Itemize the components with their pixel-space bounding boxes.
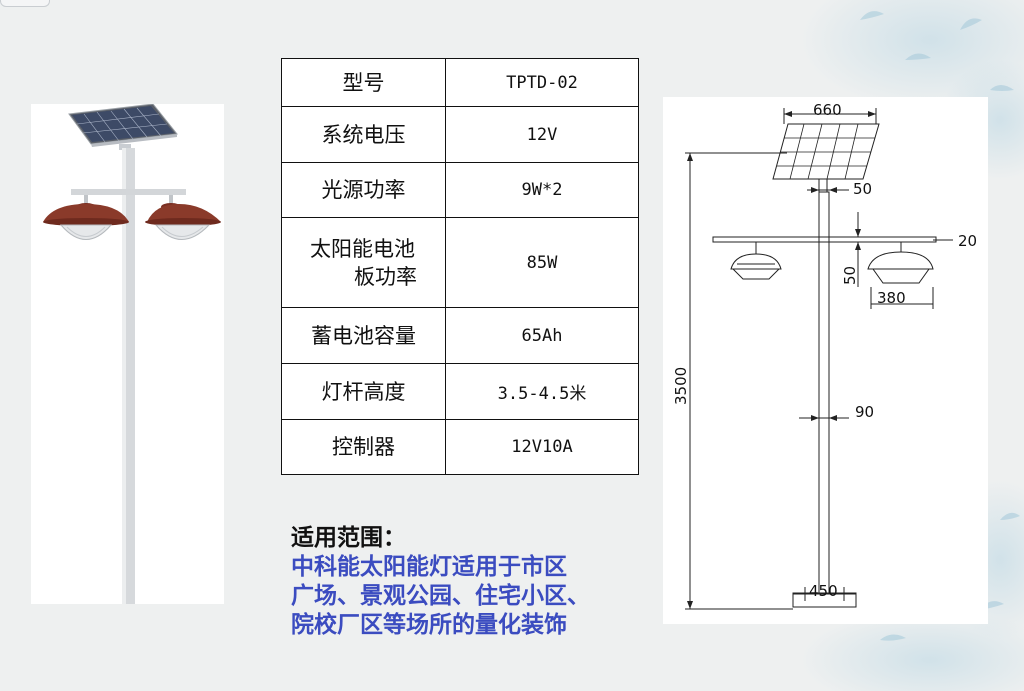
table-row: 灯杆高度 3.5-4.5米 [281, 363, 639, 420]
dim-lamp-drop: 50 [841, 266, 859, 285]
spec-value: 12V [445, 106, 639, 163]
spec-value: 9W*2 [445, 162, 639, 218]
dim-bracket-gap: 50 [853, 180, 872, 198]
spec-value: 65Ah [445, 307, 639, 364]
spec-label: 控制器 [281, 419, 446, 475]
dim-total-height: 3500 [672, 367, 690, 405]
spec-value: 3.5-4.5米 [445, 363, 639, 420]
spec-table: 型号 TPTD-02 系统电压 12V 光源功率 9W*2 太阳能电池 板功率 … [281, 58, 639, 475]
solar-panel-icon [68, 104, 178, 150]
spec-label: 太阳能电池 板功率 [281, 217, 446, 308]
table-row: 型号 TPTD-02 [281, 58, 639, 107]
product-photo [31, 104, 224, 604]
dim-base-width: 450 [809, 582, 838, 600]
dimension-drawing: 660 50 20 50 380 3500 90 450 [663, 97, 988, 624]
spec-value: TPTD-02 [445, 58, 639, 107]
spec-label-line: 太阳能电池 [310, 236, 415, 261]
dim-pole-diameter: 90 [855, 403, 874, 421]
spec-value: 85W [445, 217, 639, 308]
spec-label: 型号 [281, 58, 446, 107]
top-tab-stub [0, 0, 50, 7]
spec-label: 蓄电池容量 [281, 307, 446, 364]
usage-section: 适用范围： 中科能太阳能灯适用于市区 广场、景观公园、住宅小区、 院校厂区等场所… [291, 523, 590, 640]
dim-arm-thickness: 20 [958, 232, 977, 250]
lamp-head-right [145, 195, 221, 240]
usage-line: 院校厂区等场所的量化装饰 [291, 612, 567, 638]
dim-panel-width: 660 [813, 101, 842, 119]
table-row: 控制器 12V10A [281, 419, 639, 475]
spec-value: 12V10A [445, 419, 639, 475]
spec-label: 系统电压 [281, 106, 446, 163]
spec-label: 光源功率 [281, 162, 446, 218]
spec-label: 灯杆高度 [281, 363, 446, 420]
dim-lamp-width: 380 [877, 289, 906, 307]
table-row: 太阳能电池 板功率 85W [281, 217, 639, 308]
usage-line: 广场、景观公园、住宅小区、 [291, 583, 590, 609]
usage-line: 中科能太阳能灯适用于市区 [291, 554, 567, 580]
usage-title: 适用范围： [291, 525, 406, 551]
lamp-head-left [43, 195, 129, 240]
table-row: 光源功率 9W*2 [281, 162, 639, 218]
spec-label-line: 板功率 [354, 264, 417, 289]
table-row: 蓄电池容量 65Ah [281, 307, 639, 364]
table-row: 系统电压 12V [281, 106, 639, 163]
